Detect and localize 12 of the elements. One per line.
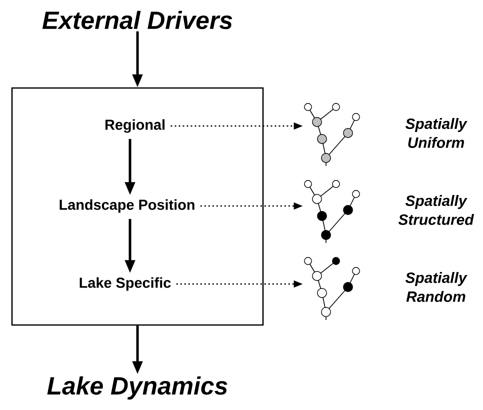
level-label: Landscape Position [60, 199, 194, 213]
frame-box [11, 87, 264, 326]
heading-text: Lake Dynamics [47, 376, 228, 400]
level-label: Regional [105, 119, 164, 133]
side-label: Spatially Random [405, 272, 468, 302]
side-label: Spatially Structured [398, 195, 474, 225]
side-label: Spatially Uniform [405, 118, 468, 148]
heading-text: External Drivers [42, 10, 232, 30]
tree-drawing [304, 257, 360, 320]
tree-drawing [304, 180, 360, 244]
tree-drawing [304, 103, 360, 166]
level-label: Lake Specific [80, 277, 171, 291]
